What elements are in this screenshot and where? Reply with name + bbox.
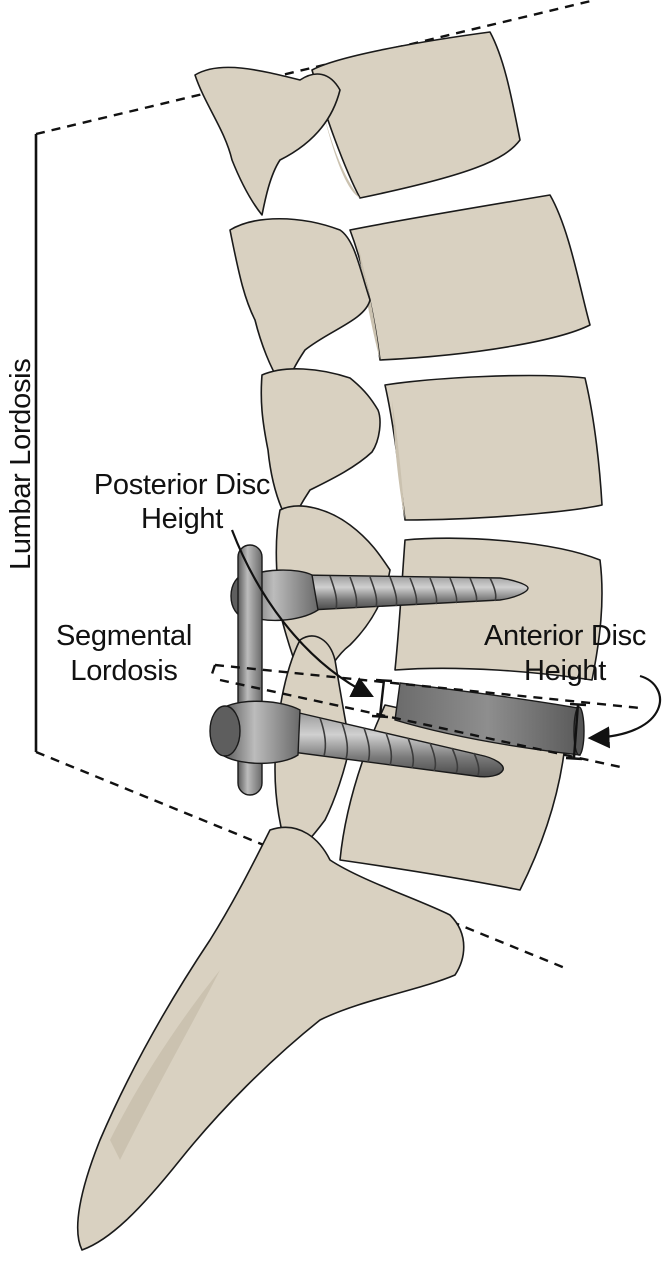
vertebra-l3: [260, 368, 603, 526]
vertebra-l1: [194, 31, 521, 216]
interbody-cage: [394, 682, 585, 756]
lumbar-lordosis-label: Lumbar Lordosis: [5, 359, 37, 571]
curved-arrow-icon: [587, 674, 662, 749]
sacrum: [76, 826, 465, 1251]
posterior-disc-height-label-line1: Posterior Disc: [94, 469, 270, 501]
vertebra-l2: [229, 194, 591, 391]
lumbar-lordosis-bracket: [34, 0, 596, 970]
posterior-disc-height-marker: [371, 678, 393, 719]
anterior-disc-height-marker: [565, 702, 587, 761]
segmental-lordosis-lines: [208, 663, 641, 770]
curved-arrow-icon: [230, 529, 374, 697]
segmental-lordosis-label-line2: Lordosis: [70, 655, 177, 687]
posterior-disc-height-label-line2: Height: [141, 503, 223, 535]
segmental-lordosis-label-line1: Segmental: [56, 620, 192, 652]
anterior-disc-height-label-line2: Height: [524, 655, 606, 687]
lower-pedicle-screw: [209, 700, 504, 778]
anterior-disc-height-label-line1: Anterior Disc: [484, 620, 646, 652]
